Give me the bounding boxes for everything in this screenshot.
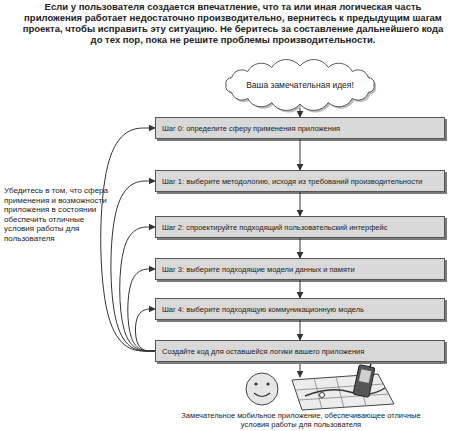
feedback-arrow (135, 309, 155, 351)
note-text: Убедитесь в том, что сфера применения и … (4, 186, 112, 243)
feedback-arrow (101, 128, 155, 351)
output-arrow (300, 364, 301, 377)
flow-arrow (300, 192, 301, 216)
process-box: Шаг 0: определите сферу применения прило… (155, 117, 445, 139)
flow-arrow (300, 238, 301, 258)
mobile-map-illustration (292, 356, 394, 410)
process-box: Шаг 1: выберите методологию, исходя из т… (155, 170, 445, 192)
node-text: Шаг 0: определите сферу применения прило… (162, 124, 340, 133)
flow-arrow (300, 280, 301, 298)
feedback-arrow (128, 269, 155, 351)
process-box: Шаг 4: выберите подходящую коммуникацион… (155, 298, 445, 320)
feedback-arrow (120, 227, 155, 351)
flow-arrow (300, 139, 301, 170)
node-text: Создайте код для оставшейся логики вашег… (162, 347, 364, 356)
process-box: Шаг 3: выберите подходящие модели данных… (155, 258, 445, 280)
feedback-arrow (111, 181, 155, 351)
flow-arrow (300, 108, 301, 117)
node-text: Ваша замечательная идея! (246, 80, 354, 90)
idea-cloud: Ваша замечательная идея! (222, 62, 378, 108)
flow-arrow (300, 320, 301, 340)
smiley-face (246, 373, 278, 405)
node-text: Шаг 3: выберите подходящие модели данных… (162, 265, 355, 274)
node-text: Шаг 2: спроектируйте подходящий пользова… (162, 223, 387, 232)
process-box: Шаг 2: спроектируйте подходящий пользова… (155, 216, 445, 238)
diagram-title: Если у пользователя создается впечатлени… (20, 1, 446, 45)
process-box: Создайте код для оставшейся логики вашег… (155, 340, 445, 362)
cloud-shape (226, 60, 374, 111)
node-text: Шаг 4: выберите подходящую коммуникацион… (162, 305, 364, 314)
node-text: Шаг 1: выберите методологию, исходя из т… (162, 177, 423, 186)
diagram-caption: Замечательное мобильное приложение, обес… (170, 411, 432, 429)
